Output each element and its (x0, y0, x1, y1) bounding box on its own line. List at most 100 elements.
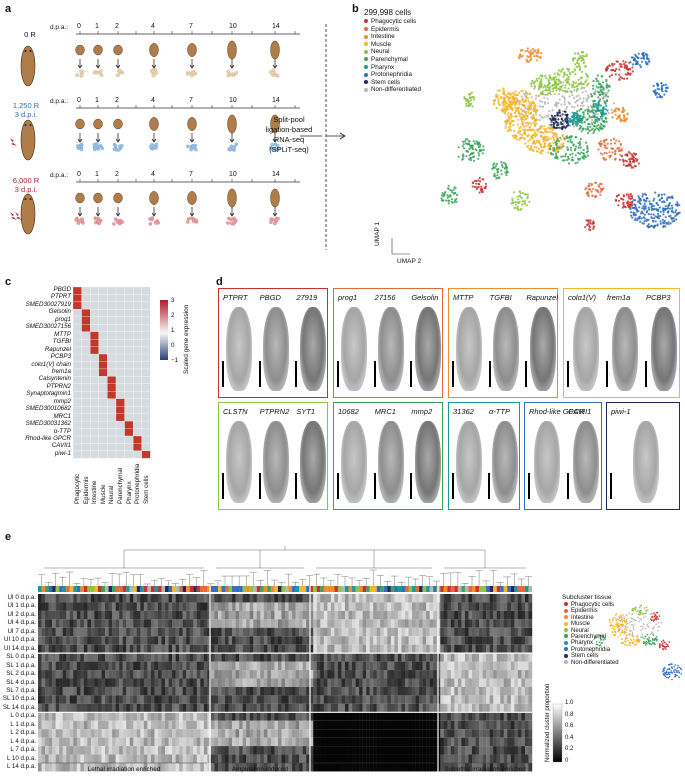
umap-point (605, 120, 608, 123)
heatmap-cell (115, 331, 125, 340)
cluster-heatmap-cell (433, 678, 437, 687)
cluster-heatmap-cell (521, 602, 526, 611)
cluster-heatmap-cell (454, 627, 459, 637)
cluster-heatmap-cell (482, 670, 487, 679)
umap-point (462, 143, 465, 146)
heatmap-cell (141, 376, 151, 384)
subcluster-tissue-cell (482, 586, 487, 592)
cluster-heatmap-cell (157, 594, 162, 603)
umap-point (630, 214, 633, 217)
cluster-heatmap-cell (147, 610, 152, 620)
umap-point (543, 84, 547, 87)
umap-point (508, 103, 512, 106)
cluster-heatmap-cell (440, 670, 444, 679)
cluster-heatmap-cell (412, 627, 416, 637)
heatmap-cell (115, 361, 125, 370)
cluster-heatmap-cell (217, 627, 222, 637)
cluster-heatmap-cell (225, 610, 229, 620)
umap-point (577, 146, 580, 149)
umap-point (625, 117, 629, 120)
umap-point (513, 99, 516, 102)
cluster-heatmap-cell (482, 653, 487, 662)
cluster-heatmap-cell (129, 636, 134, 645)
umap-point (659, 215, 662, 218)
cluster-heatmap-cell (334, 610, 339, 620)
arrow-head (189, 64, 195, 69)
cluster-heatmap-cell (263, 602, 268, 611)
cluster-heatmap-cell (186, 661, 190, 671)
cluster-heatmap-cell (486, 653, 490, 662)
cluster-heatmap-cell (41, 619, 46, 628)
heatmap-cell (81, 398, 91, 407)
umap-point (671, 195, 674, 198)
cluster-heatmap-cell (52, 644, 56, 654)
umap-point (512, 191, 516, 194)
cluster-heatmap-cell (327, 636, 332, 645)
cluster-heatmap-cell (186, 636, 190, 645)
umap-point (560, 155, 563, 158)
cluster-heatmap-cell (419, 661, 423, 671)
cluster-heatmap-cell (90, 610, 95, 620)
cluster-heatmap-cell (182, 602, 187, 611)
umap-point (477, 179, 480, 182)
heatmap-cell (115, 435, 125, 444)
umap-point (605, 93, 608, 97)
umap-point (647, 206, 650, 209)
cluster-heatmap-cell (214, 594, 219, 603)
cluster-heatmap-cell (433, 610, 437, 620)
cluster-heatmap-cell (443, 619, 448, 628)
cluster-heatmap-cell (154, 661, 159, 671)
cell-dot (229, 73, 234, 77)
cluster-heatmap-cell (327, 602, 332, 611)
worm-fragment-icon (93, 44, 103, 56)
cluster-heatmap-cell (38, 610, 42, 620)
cluster-heatmap-cell (352, 610, 356, 620)
cluster-heatmap-cell (115, 686, 120, 696)
cluster-heatmap-cell (270, 594, 275, 603)
cluster-heatmap-cell (217, 619, 222, 628)
umap-point (634, 157, 638, 160)
umap-point (463, 147, 466, 150)
cluster-heatmap-cell (475, 670, 480, 679)
cluster-heatmap-cell (387, 594, 392, 603)
cluster-heatmap-cell (108, 670, 113, 679)
heatmap-cell (90, 391, 99, 399)
cell-dot (151, 69, 156, 74)
cluster-heatmap-cell (281, 644, 286, 654)
subcluster-tissue-cell (80, 586, 84, 592)
cluster-heatmap-cell (277, 686, 282, 696)
umap-point (668, 215, 671, 218)
umap-point (663, 219, 666, 222)
umap-point (543, 101, 547, 104)
umap-point (525, 204, 529, 207)
umap-point (526, 114, 529, 118)
heatmap-cell (124, 316, 134, 325)
umap-point (525, 96, 528, 99)
umap-point (531, 148, 535, 151)
cluster-heatmap-cell (214, 627, 219, 637)
umap-point (582, 104, 585, 107)
cluster-heatmap-cell (341, 661, 346, 671)
heatmap-cell (124, 353, 134, 362)
cell-dot (75, 72, 80, 77)
cluster-heatmap-cell (196, 670, 201, 679)
cluster-heatmap-cell (263, 686, 268, 696)
heatmap-cell (72, 353, 82, 362)
cluster-heatmap-cell (179, 653, 183, 662)
umap-point (561, 127, 564, 130)
cluster-heatmap-cell (210, 627, 215, 637)
heatmap-cell (90, 346, 99, 355)
umap-point (518, 200, 521, 203)
subcluster-tissue-cell (228, 586, 233, 592)
cluster-heatmap-cell (337, 653, 342, 662)
umap-point (596, 113, 599, 116)
umap-point (667, 211, 670, 214)
cluster-heatmap-cell (443, 636, 448, 645)
worm-fragment-icon (149, 117, 159, 131)
cluster-heatmap-cell (143, 619, 148, 628)
cluster-heatmap-cell (225, 678, 229, 687)
heatmap-cell (98, 413, 108, 422)
cluster-heatmap-cell (133, 678, 137, 687)
cluster-heatmap-cell (493, 610, 497, 620)
umap-point (599, 104, 603, 107)
